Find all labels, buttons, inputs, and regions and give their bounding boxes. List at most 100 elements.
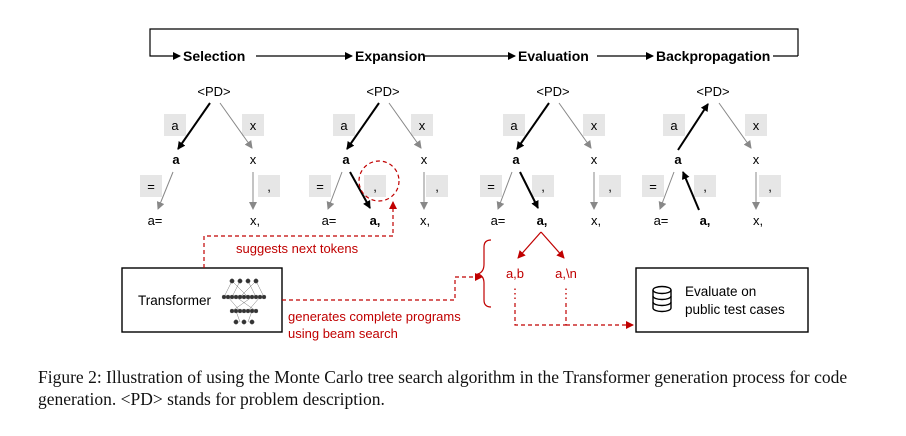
tree-leaf: a=	[654, 213, 669, 228]
token-label: x	[753, 118, 760, 133]
selected-edge	[349, 171, 371, 209]
tree-root: <PD>	[197, 84, 230, 99]
token-label: a	[340, 118, 348, 133]
token-box	[583, 114, 605, 136]
tree-selection: <PD> a x a x = , a= x,	[140, 84, 280, 228]
token-label: ,	[435, 179, 439, 194]
tree-leaf-new: a,	[537, 213, 548, 228]
tree-expansion: <PD> a x a x = , , a= a, x,	[309, 84, 448, 228]
expansion-highlight	[358, 160, 400, 202]
candidate-ellipsis: ⋮	[560, 286, 573, 301]
tree-node: a	[512, 152, 520, 167]
tree-node: x	[753, 152, 760, 167]
tree-leaf: x,	[753, 213, 763, 228]
tree-edge	[326, 171, 343, 210]
transformer-label: Transformer	[138, 293, 212, 308]
token-label: ,	[541, 179, 545, 194]
tree-leaf: a=	[148, 213, 163, 228]
tree-leaf-new: a,	[370, 213, 381, 228]
tree-leaf: x,	[591, 213, 601, 228]
token-box	[599, 175, 621, 197]
evaluate-box: Evaluate on public test cases	[635, 267, 809, 333]
selected-edge	[516, 102, 550, 150]
tree-edge	[388, 102, 422, 149]
token-box	[140, 175, 162, 197]
tree-edge	[496, 171, 513, 210]
token-label: =	[649, 179, 657, 194]
phase-cycle: Selection Expansion Evaluation Backpropa…	[149, 28, 799, 64]
selected-edge	[519, 171, 539, 209]
candidate-program: a,\n	[555, 266, 577, 281]
phase-label-expansion: Expansion	[355, 48, 426, 64]
generate-flow: generates complete programs using beam s…	[282, 273, 483, 341]
token-box	[309, 175, 331, 197]
figure-caption: Figure 2: Illustration of using the Mont…	[38, 367, 848, 409]
tree-backpropagation: <PD> a x a x = , , a= a, x,	[642, 84, 781, 228]
token-box	[503, 114, 525, 136]
token-label: =	[487, 179, 495, 194]
tree-root: <PD>	[536, 84, 569, 99]
candidate-ellipsis: ⋮	[509, 286, 522, 301]
token-box	[333, 114, 355, 136]
token-box	[532, 175, 554, 197]
tree-edge	[156, 171, 174, 210]
token-box	[426, 175, 448, 197]
tree-evaluation: <PD> a x a x = , , a= a, x,	[480, 84, 621, 228]
token-box	[694, 175, 716, 197]
tree-node: x	[421, 152, 428, 167]
tree-node: x	[250, 152, 257, 167]
tree-leaf-new: a,	[700, 213, 711, 228]
transformer-box: Transformer	[121, 267, 283, 333]
tree-node: a	[172, 152, 180, 167]
suggest-flow: suggests next tokens	[203, 201, 397, 268]
token-box	[411, 114, 433, 136]
token-label: a	[171, 118, 179, 133]
tree-root: <PD>	[366, 84, 399, 99]
token-label: ,	[768, 179, 772, 194]
token-label: a	[670, 118, 678, 133]
phase-label-selection: Selection	[183, 48, 245, 64]
token-box	[759, 175, 781, 197]
tree-root: <PD>	[696, 84, 729, 99]
phase-label-evaluation: Evaluation	[518, 48, 589, 64]
database-icon	[652, 285, 672, 313]
token-label: a	[510, 118, 518, 133]
token-label: =	[316, 179, 324, 194]
tree-node: x	[591, 152, 598, 167]
neural-network-icon	[221, 278, 267, 325]
tree-edge	[558, 102, 592, 149]
token-label: x	[419, 118, 426, 133]
backprop-edge	[677, 103, 709, 151]
token-label: =	[147, 179, 155, 194]
backprop-edge	[682, 171, 700, 211]
candidate-program: a,b	[506, 266, 524, 281]
evaluate-label-line1: Evaluate on	[685, 284, 756, 299]
token-box	[480, 175, 502, 197]
token-box	[642, 175, 664, 197]
token-label: ,	[373, 179, 377, 194]
mcts-diagram: Selection Expansion Evaluation Backpropa…	[121, 28, 809, 341]
tree-edge	[219, 102, 253, 149]
token-box	[364, 175, 386, 197]
suggests-label: suggests next tokens	[236, 241, 359, 256]
token-label: x	[250, 118, 257, 133]
tree-leaf: a=	[322, 213, 337, 228]
tree-leaf: x,	[420, 213, 430, 228]
token-label: ,	[703, 179, 707, 194]
token-label: ,	[608, 179, 612, 194]
token-label: ,	[267, 179, 271, 194]
token-label: x	[591, 118, 598, 133]
token-box	[258, 175, 280, 197]
generates-label-line1: generates complete programs	[288, 309, 461, 324]
evaluate-label-line2: public test cases	[685, 302, 785, 317]
tree-edge	[658, 171, 675, 210]
tree-edge	[718, 102, 752, 149]
token-box	[663, 114, 685, 136]
token-box	[242, 114, 264, 136]
beam-candidates: a,b a,\n ⋮ ⋮	[476, 231, 634, 329]
tree-node: a	[674, 152, 682, 167]
tree-leaf: a=	[491, 213, 506, 228]
phase-label-backpropagation: Backpropagation	[656, 48, 770, 64]
selected-edge	[346, 102, 380, 150]
token-box	[745, 114, 767, 136]
